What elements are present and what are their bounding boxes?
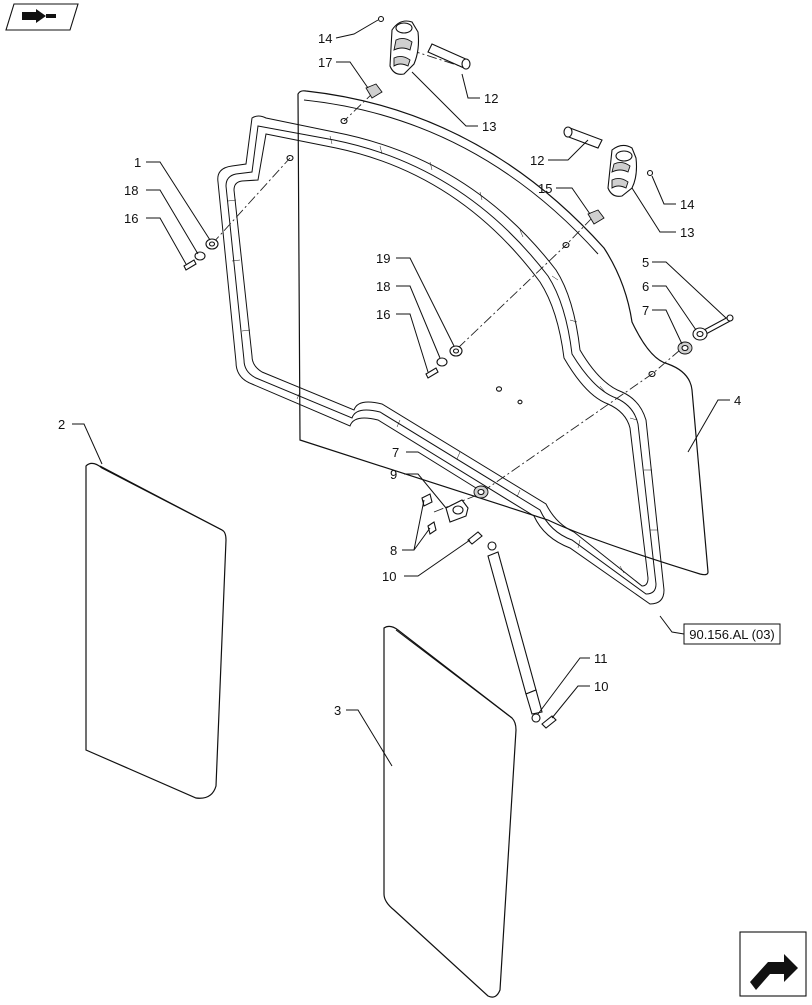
next-page-arrow-icon[interactable]	[739, 931, 807, 997]
callout: 13	[680, 225, 694, 240]
seal-frame-inner	[233, 133, 649, 587]
side-panel-right	[383, 625, 517, 998]
pad-17	[365, 83, 383, 99]
seal-hatching	[227, 135, 658, 574]
callout: 12	[530, 153, 544, 168]
callout: 18	[376, 279, 390, 294]
callout: 11	[594, 651, 608, 666]
panel-3-edge	[395, 629, 513, 719]
reference-label-text: 90.156.AL (03)	[689, 627, 775, 642]
callout: 16	[124, 211, 138, 226]
side-panel-left	[85, 462, 227, 799]
callout: 15	[538, 181, 552, 196]
pin-upper	[427, 43, 471, 70]
hinge-right	[607, 144, 638, 197]
callout: 2	[58, 417, 65, 432]
callout: 12	[484, 91, 498, 106]
callout: 18	[124, 183, 138, 198]
callout: 10	[594, 679, 608, 694]
callout: 1	[134, 155, 141, 170]
callout: 8	[390, 543, 397, 558]
book-arrow-icon[interactable]	[5, 3, 79, 31]
callout: 6	[642, 279, 649, 294]
pin-right	[563, 126, 603, 149]
clip-right	[646, 169, 654, 177]
panel-2-edge	[99, 465, 223, 531]
callout: 19	[376, 251, 390, 266]
callout-numbers: 14 17 12 13 12 15 14 13 1 18 16 19 18 16…	[58, 31, 741, 718]
callout: 13	[482, 119, 496, 134]
rear-glass	[297, 90, 709, 576]
gas-strut	[487, 541, 543, 723]
screw-lower	[541, 715, 557, 729]
strut-bracket	[421, 485, 489, 535]
callout: 5	[642, 255, 649, 270]
callout: 9	[390, 467, 397, 482]
glass-inner-line	[303, 99, 599, 255]
callout: 16	[376, 307, 390, 322]
seal-frame-outer	[217, 115, 665, 605]
callout: 4	[734, 393, 741, 408]
fastener-left	[183, 238, 219, 271]
callout: 7	[642, 303, 649, 318]
fastener-center	[425, 345, 463, 379]
clip-upper	[377, 15, 385, 23]
callout: 10	[382, 569, 396, 584]
callout: 7	[392, 445, 399, 460]
seal-frame-mid	[225, 125, 657, 595]
hinge-upper-left	[389, 20, 420, 75]
screw-upper	[467, 531, 483, 545]
assembly-axes	[211, 49, 681, 513]
callout: 14	[680, 197, 694, 212]
callout: 3	[334, 703, 341, 718]
leader-lines	[72, 19, 730, 767]
pad-15	[587, 209, 605, 225]
reference-label[interactable]: 90.156.AL (03)	[683, 623, 781, 645]
fastener-right	[677, 314, 734, 355]
callout: 14	[318, 31, 332, 46]
callout: 17	[318, 55, 332, 70]
